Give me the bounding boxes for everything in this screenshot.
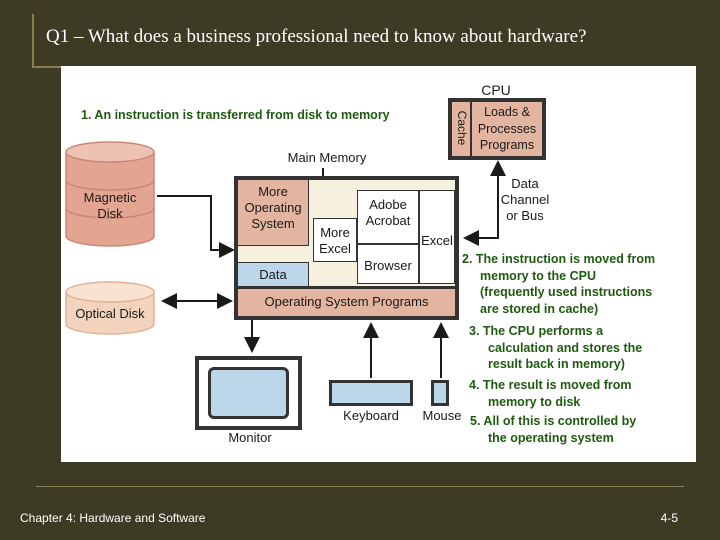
- os-programs-block: Operating System Programs: [238, 286, 455, 316]
- monitor-icon: [195, 356, 302, 430]
- footer-chapter: Chapter 4: Hardware and Software: [20, 511, 206, 525]
- keyboard-icon: [329, 380, 413, 406]
- data-block: Data: [238, 262, 309, 286]
- cache-box: Cache: [452, 102, 472, 156]
- footer-divider: [36, 486, 684, 487]
- main-memory-box: More Operating System More Excel Adobe A…: [234, 176, 459, 320]
- browser-block: Browser: [357, 244, 419, 284]
- more-os-block: More Operating System: [238, 180, 309, 246]
- cache-label: Cache: [455, 110, 469, 146]
- magnetic-disk-label: Magnetic Disk: [83, 190, 137, 221]
- optical-disk-label: Optical Disk: [75, 306, 145, 321]
- step-3: 3. The CPU performs a calculation and st…: [469, 324, 643, 371]
- step-4: 4. The result is moved from memory to di…: [469, 378, 632, 409]
- excel-block: Excel: [419, 190, 455, 284]
- main-memory-label: Main Memory: [287, 150, 367, 165]
- diagram-canvas: Magnetic Disk Optical Disk 1. An instruc…: [61, 66, 696, 462]
- title-bar: Q1 – What does a business professional n…: [32, 14, 690, 68]
- monitor-label: Monitor: [228, 430, 272, 445]
- data-channel-label: Data Channel or Bus: [500, 176, 550, 223]
- optical-disk-icon: [65, 281, 155, 335]
- diagram-connectors: [65, 141, 506, 378]
- magnetic-disk-icon: [65, 141, 155, 247]
- cpu-process-label: Loads & Processes Programs: [477, 105, 537, 152]
- mouse-icon: [431, 380, 449, 406]
- step-5: 5. All of this is controlled by the oper…: [470, 414, 637, 445]
- cpu-label: CPU: [481, 82, 511, 98]
- keyboard-label: Keyboard: [343, 408, 399, 423]
- adobe-acrobat-block: Adobe Acrobat: [357, 190, 419, 244]
- cpu-box: Cache Loads & Processes Programs: [448, 98, 546, 160]
- monitor-screen: [208, 367, 289, 419]
- mouse-label: Mouse: [422, 408, 462, 423]
- step-2: 2. The instruction is moved from memory …: [462, 252, 656, 316]
- footer-page-number: 4-5: [660, 511, 678, 525]
- step-1: 1. An instruction is transferred from di…: [81, 108, 390, 122]
- more-excel-block: More Excel: [313, 218, 357, 262]
- slide-title: Q1 – What does a business professional n…: [46, 26, 587, 47]
